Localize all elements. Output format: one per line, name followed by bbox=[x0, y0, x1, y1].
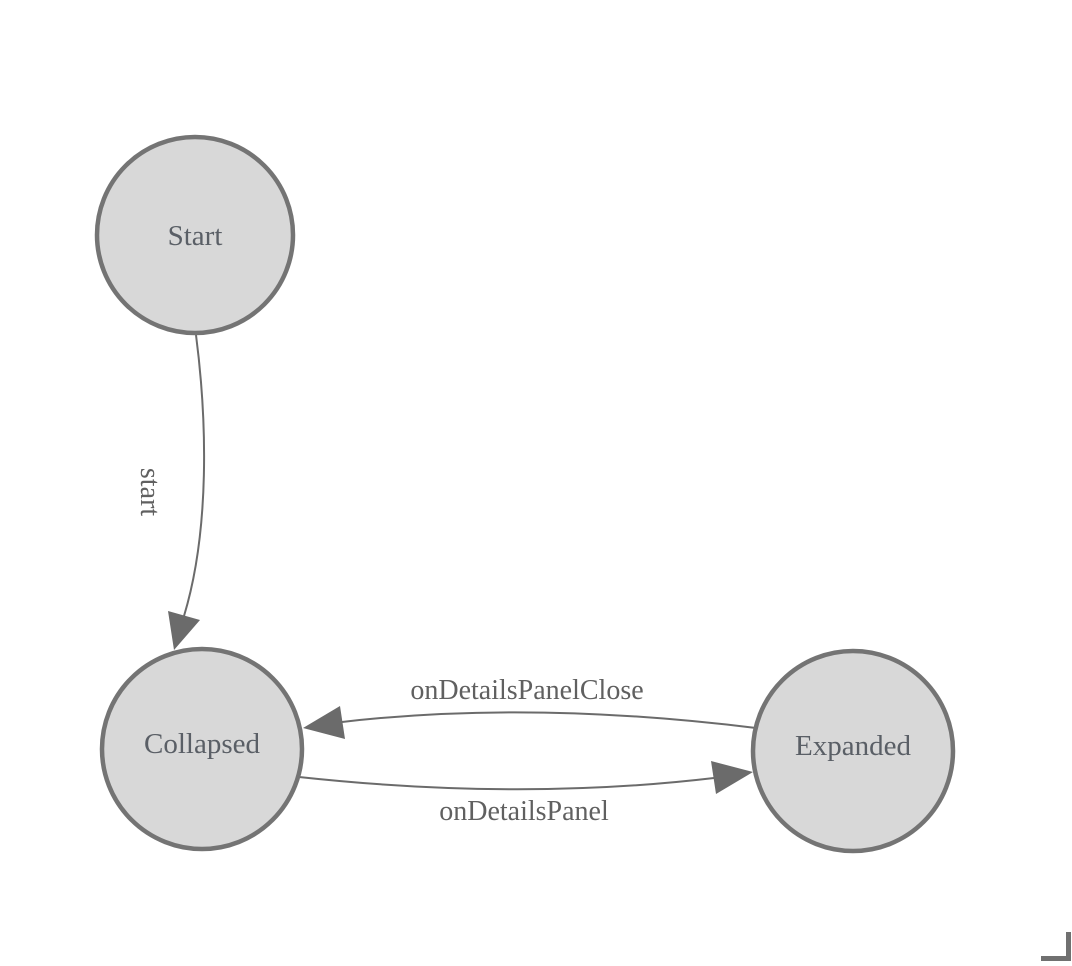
transition-path-ondetailspanelclose bbox=[341, 711, 757, 729]
state-label-collapsed: Collapsed bbox=[144, 728, 260, 760]
transition-ondetailspanel: onDetailsPanel bbox=[298, 761, 753, 827]
resize-corner-icon[interactable] bbox=[1041, 932, 1071, 961]
transition-start: start bbox=[134, 334, 206, 650]
state-node-expanded: Expanded bbox=[750, 648, 956, 854]
state-node-start: Start bbox=[94, 134, 296, 336]
transition-label-ondetailspanel: onDetailsPanel bbox=[439, 796, 609, 827]
arrowhead-icon-ondetailspanel bbox=[711, 761, 753, 794]
state-circle-start bbox=[94, 134, 296, 336]
state-circle-collapsed bbox=[99, 646, 305, 852]
arrowhead-icon-start bbox=[168, 611, 200, 650]
transition-ondetailspanelclose: onDetailsPanelClose bbox=[303, 675, 757, 739]
transition-path-ondetailspanel bbox=[298, 776, 715, 791]
arrowhead-icon-ondetailspanelclose bbox=[303, 706, 345, 739]
state-label-start: Start bbox=[168, 220, 223, 252]
state-label-expanded: Expanded bbox=[795, 730, 911, 762]
transition-label-start: start bbox=[134, 468, 165, 516]
state-circle-expanded bbox=[750, 648, 956, 854]
state-node-collapsed: Collapsed bbox=[99, 646, 305, 852]
transition-path-start bbox=[183, 334, 206, 617]
transition-label-ondetailspanelclose: onDetailsPanelClose bbox=[410, 675, 643, 706]
